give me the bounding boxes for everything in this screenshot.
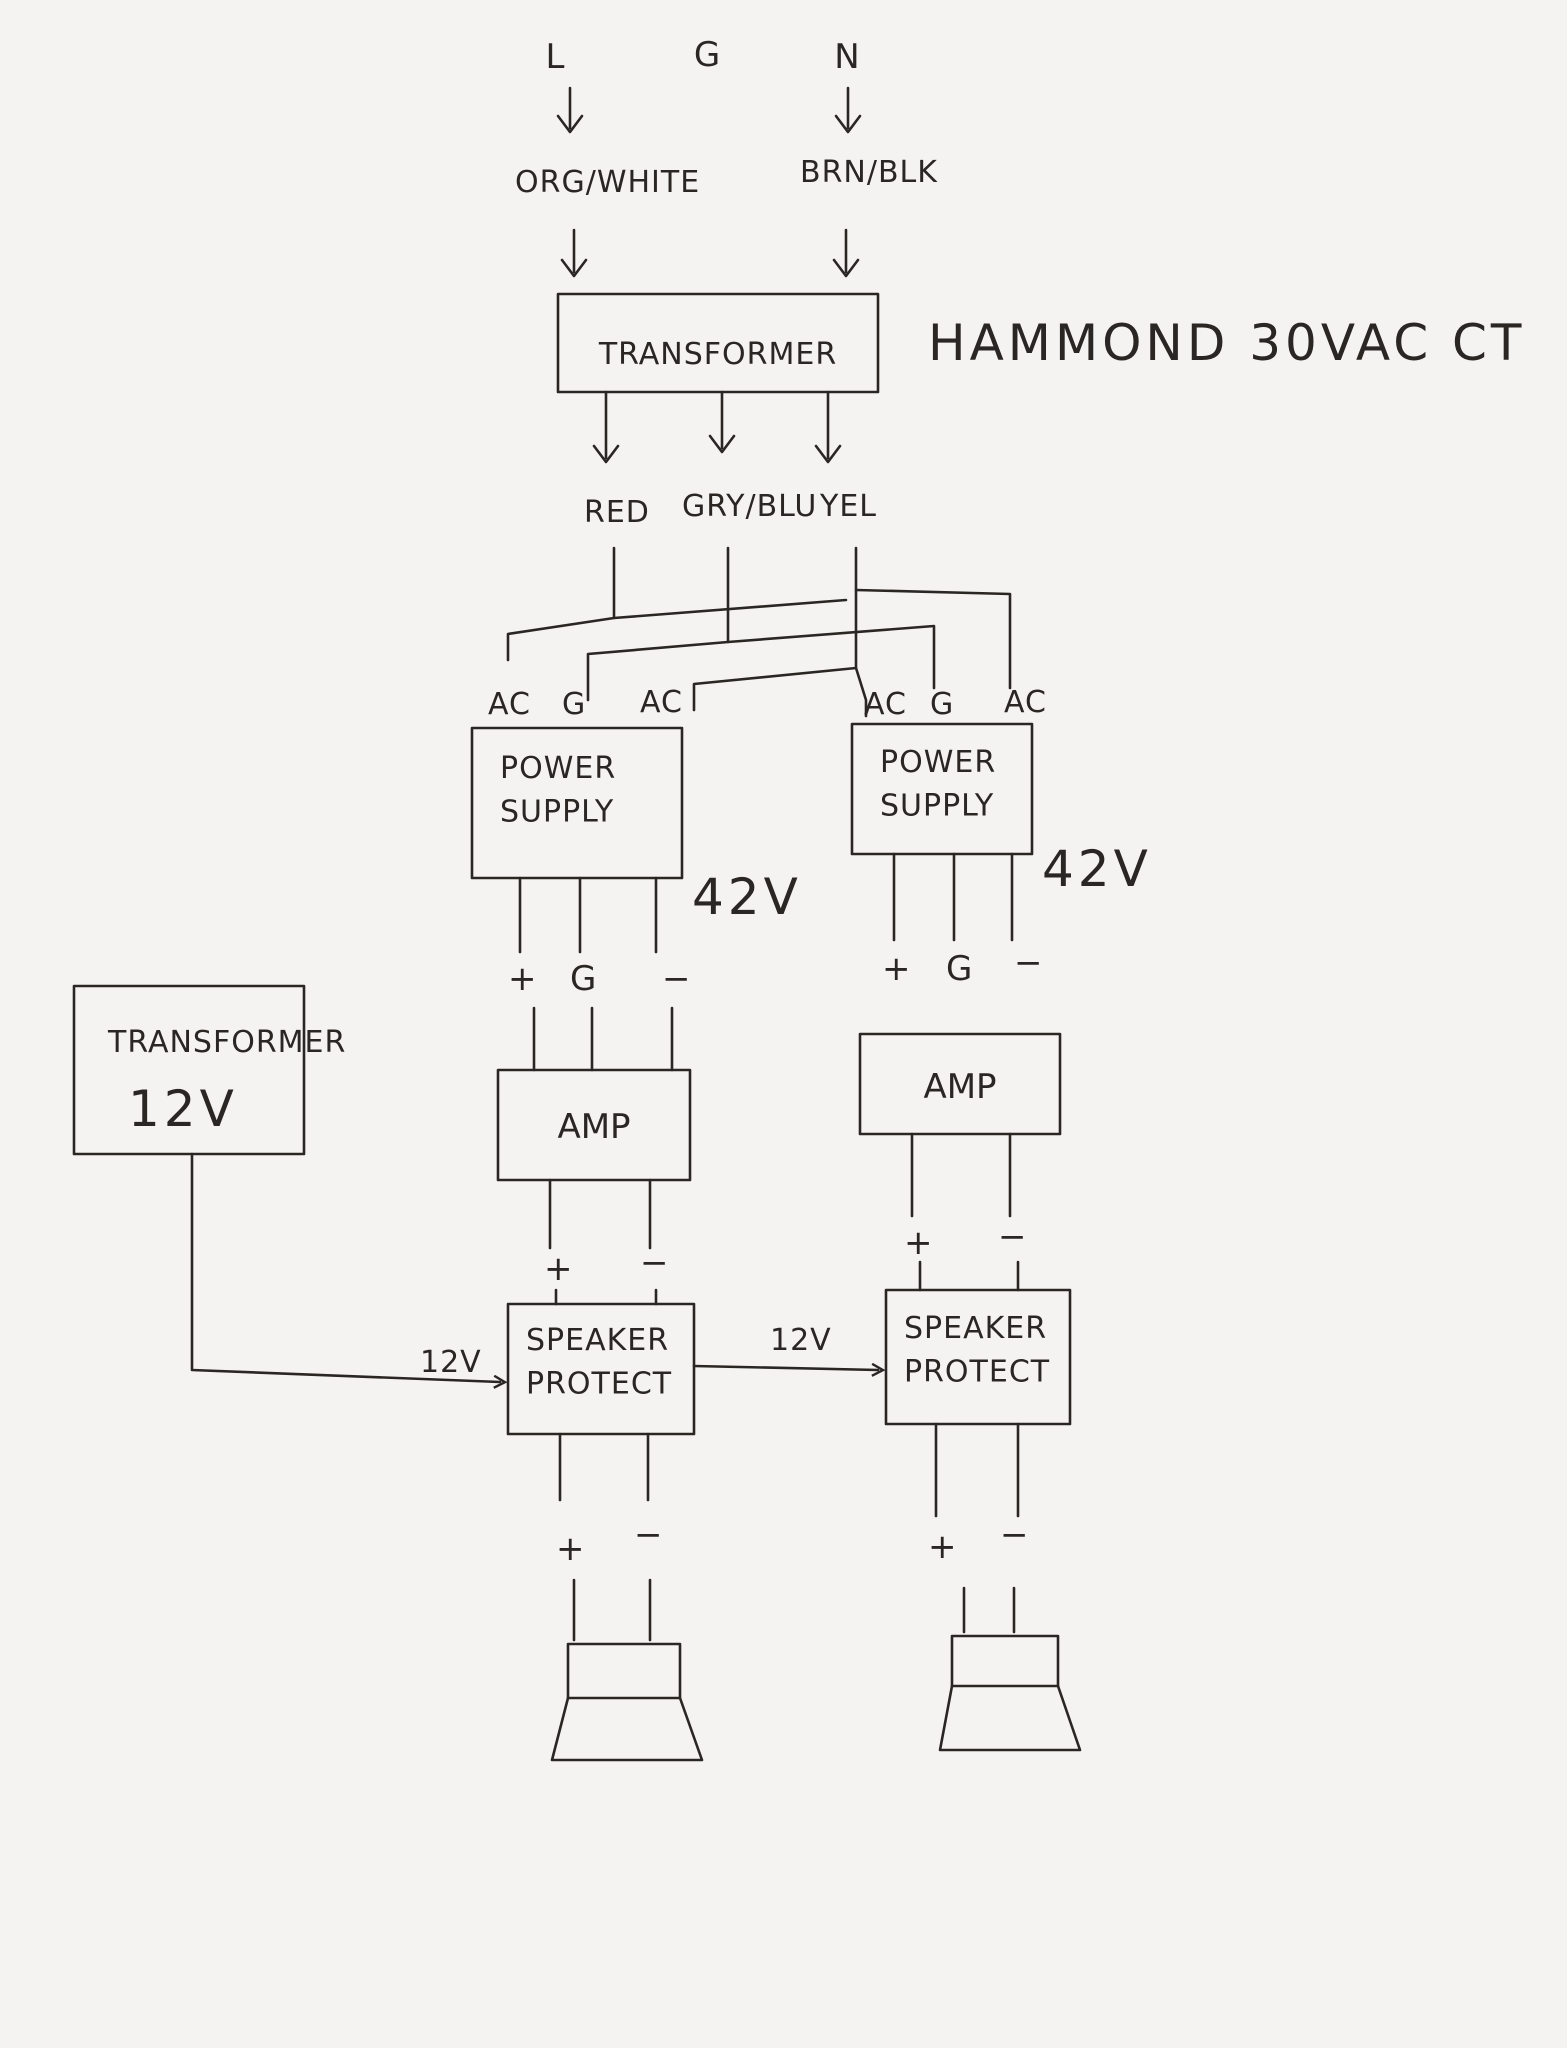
mains-g-label: G [694,35,720,75]
mains-n-label: N [834,37,859,77]
live-wire-label: ORG/WHITE [515,165,700,200]
left-protect-input-wires [554,1288,658,1306]
left-speaker-wires-upper [558,1432,650,1502]
left-ps-output-wires [518,876,658,954]
left-speaker-icon [550,1642,704,1762]
right-power-supply-box [850,722,1034,856]
left-rail-minus: − [662,959,691,999]
left-rail-plus: + [508,959,537,999]
red-wire-label: RED [584,495,650,530]
right-ac2-label: AC [1004,685,1047,720]
left-amp-input-wires [532,1006,674,1072]
right-amp-label: AMP [923,1067,996,1107]
left-g-label: G [562,687,586,722]
left-voltage-label: 42V [692,868,802,926]
right-speaker-plus: + [928,1527,957,1567]
right-protect-input-wires [918,1260,1020,1292]
neutral-wire-label: BRN/BLK [800,155,938,190]
left-amp-box [496,1068,692,1182]
right-amp-plus: + [904,1223,933,1263]
left-speaker-wires-lower [572,1578,652,1642]
mains-l-label: L [546,37,565,77]
right-speaker-minus: − [1000,1515,1029,1555]
right-amp-box [858,1032,1062,1136]
right-amp-output-wires [910,1132,1012,1218]
right-speaker-wires-lower [962,1586,1016,1634]
left-power-supply-box [470,726,684,880]
left-amp-plus: + [544,1249,573,1289]
right-g-label: G [930,687,954,722]
right-voltage-label: 42V [1042,840,1152,898]
left-speaker-plus: + [556,1529,585,1569]
left-amp-minus: − [640,1243,669,1283]
right-speaker-wires-upper [934,1422,1020,1518]
secondary-arrows [592,390,842,464]
left-ac2-label: AC [640,685,683,720]
left-protect-voltage: 12V [420,1345,482,1380]
left-speaker-minus: − [634,1515,663,1555]
right-ps-output-wires [892,852,1014,942]
primary-arrows [560,228,860,278]
left-speaker-protect-box [506,1302,696,1436]
main-transformer-box [556,292,880,394]
right-rail-g: G [946,949,972,989]
secondary-distribution-wiring [506,546,1012,718]
right-speaker-protect-box [884,1288,1072,1426]
aux-transformer-label: TRANSFORMER [107,1025,346,1060]
right-amp-minus: − [998,1217,1027,1257]
main-transformer-label: TRANSFORMER [598,337,837,372]
right-rail-plus: + [882,949,911,989]
right-protect-voltage: 12V [770,1323,832,1358]
yel-wire-label: YEL [819,489,877,524]
left-rail-g: G [570,959,596,999]
right-rail-minus: − [1014,943,1043,983]
left-amp-label: AMP [557,1107,630,1147]
left-amp-output-wires [548,1178,652,1250]
aux-transformer-voltage: 12V [128,1080,238,1138]
mains-arrows [556,86,862,134]
gry-blu-wire-label: GRY/BLU [682,489,817,524]
left-ac1-label: AC [488,687,531,722]
transformer-model-note: HAMMOND 30VAC CT [928,314,1525,372]
aux-12v-feed-wires [190,1152,878,1382]
aux-transformer-box [72,984,306,1156]
right-speaker-icon [938,1634,1082,1752]
right-ac1-label: AC [864,687,907,722]
